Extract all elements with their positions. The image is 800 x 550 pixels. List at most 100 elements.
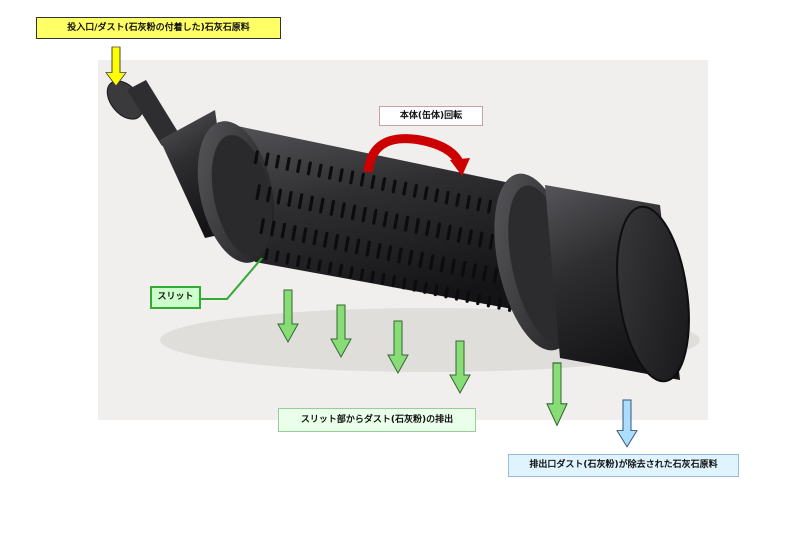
slit (380, 272, 386, 285)
slit (280, 222, 287, 239)
inlet-label: 投入口/ダスト(石灰粉の付着した)石灰石原料 (36, 17, 281, 39)
slit (312, 229, 318, 246)
slit (434, 188, 440, 203)
slit (433, 284, 439, 297)
end-cap (616, 205, 690, 383)
inlet-arrow (105, 46, 127, 87)
slit (354, 238, 361, 255)
slit (338, 168, 344, 183)
slit (391, 275, 397, 288)
outlet-arrow (616, 399, 638, 448)
slit (327, 261, 333, 274)
slit (370, 270, 375, 283)
slit (423, 186, 429, 201)
rear-drum (545, 185, 690, 383)
slit (402, 181, 408, 196)
slit (401, 277, 407, 290)
slit (349, 170, 355, 185)
slit (418, 251, 424, 268)
slit (297, 193, 304, 210)
slit (361, 206, 367, 223)
rotation-label: 本体(缶体)回転 (379, 106, 483, 126)
slit (393, 213, 399, 230)
slit (276, 188, 283, 205)
slit (412, 183, 418, 198)
slit (306, 257, 312, 270)
slit (370, 174, 376, 189)
slit (259, 218, 265, 235)
slit (450, 258, 456, 275)
slit (270, 220, 276, 237)
slit (435, 222, 442, 239)
slit (359, 268, 365, 281)
slit (340, 202, 346, 219)
slit (285, 252, 291, 265)
slit (439, 256, 446, 273)
slit (295, 254, 301, 267)
slit (275, 154, 281, 169)
slit (306, 161, 312, 176)
slit (372, 208, 378, 225)
slit (407, 249, 414, 266)
slit-label: スリット (150, 286, 201, 309)
slit (264, 152, 270, 167)
slit (319, 197, 325, 214)
slit (291, 224, 297, 241)
slit (317, 163, 323, 178)
product-outlet-label: 排出口ダスト(石灰粉)が除去された石灰石原料 (508, 454, 739, 477)
slit (444, 286, 450, 299)
slit (403, 215, 410, 232)
slit (255, 184, 261, 201)
slit (444, 190, 450, 205)
slit (386, 245, 393, 262)
slit (467, 229, 473, 246)
rotation-arrow (363, 134, 465, 173)
slit (323, 231, 329, 248)
slit (486, 295, 492, 308)
slit (382, 211, 389, 228)
slit (414, 217, 420, 234)
slit (391, 179, 397, 194)
slit (471, 263, 477, 280)
dust-discharge-label: スリット部からダスト(石灰粉)の排出 (278, 408, 476, 432)
slit (328, 165, 334, 180)
slit (381, 177, 387, 192)
slit (253, 150, 259, 165)
slit (429, 254, 435, 271)
slit (329, 199, 336, 216)
slit (492, 267, 499, 284)
slit (446, 224, 452, 241)
slit (454, 288, 460, 301)
slit (301, 227, 308, 244)
slit (376, 242, 382, 259)
slit-leader-line (201, 257, 263, 300)
slit (412, 279, 418, 292)
slit (333, 233, 340, 250)
slit (308, 195, 314, 212)
slit (460, 260, 467, 277)
slit (397, 247, 403, 264)
slit (482, 265, 488, 282)
rotation-arrow-head (450, 158, 470, 176)
dust-arrow-5 (546, 362, 568, 426)
slit (359, 172, 365, 187)
slit (344, 236, 350, 253)
slit (488, 233, 495, 250)
slit (478, 231, 484, 248)
slit (465, 195, 471, 210)
slit (317, 259, 322, 272)
slit (348, 266, 354, 279)
slit (274, 250, 280, 263)
slit (465, 290, 471, 303)
slit (497, 297, 503, 310)
slit (350, 204, 357, 221)
slit (423, 281, 428, 294)
slit (264, 248, 269, 261)
slit (296, 159, 302, 174)
slit (487, 199, 493, 214)
slit (285, 156, 291, 171)
slit (476, 197, 482, 212)
slit (455, 192, 461, 207)
slit (338, 263, 344, 276)
